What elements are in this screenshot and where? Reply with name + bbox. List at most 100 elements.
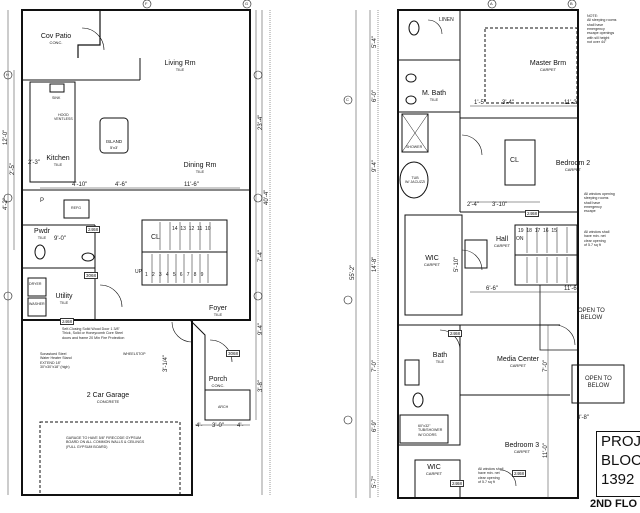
dim-hall-c: 6'-6"	[486, 286, 498, 292]
dim-bed3-v: 11'-0"	[543, 443, 549, 458]
open-to-below-1: OPEN TO BELOW	[578, 308, 605, 322]
section-mark: C	[346, 97, 349, 102]
dim-left-c-f2: 9'-4"	[372, 160, 378, 172]
dim-foyer-v: 3'-1/4"	[163, 355, 169, 372]
dim-left-e-f2: 7'-0"	[372, 360, 378, 372]
dim-porch-b: 4'-	[196, 423, 203, 429]
dim-left-b-f2: 6'-0"	[372, 90, 378, 102]
dim-left-a: 12'-0"	[3, 129, 9, 145]
washer-label: WASHER	[29, 302, 45, 306]
egress-note-3: All window shall have min. net clear ope…	[584, 230, 610, 247]
dim-kitchen-b: 4'-6"	[115, 182, 127, 188]
section-mark: G	[245, 1, 249, 6]
title-block-line-1: PROJ	[601, 433, 640, 450]
stair-nums-lower: 1 2 3 4 5 6 7 8 9	[145, 272, 204, 278]
dim-mb-b: 3'-4"	[502, 100, 514, 106]
dim-kitchen-a: 4'-10"	[72, 182, 88, 188]
dim-media-v: 7'-0"	[543, 360, 549, 372]
door-tag: 2468	[525, 210, 540, 217]
refrigerator-label: REFG	[71, 206, 81, 210]
hood-label: HOOD VENTLESS	[54, 113, 73, 122]
stair-nums-upper: 14 13 12 11 10	[172, 226, 211, 232]
stair-nums-f2: 19 18 17 16 15	[518, 228, 557, 234]
dim-left-g-f2: 5'-7"	[372, 476, 378, 488]
dim-mb-c: 11'-2"	[564, 100, 579, 106]
dim-bottom-f2: 3'-8"	[577, 415, 589, 421]
egress-note-4: All window shall have min. net clear ope…	[478, 467, 504, 484]
dim-mb-a: 1'-5"	[474, 100, 486, 106]
shower-label: SHOWER	[406, 145, 423, 149]
dryer-label: DRYER	[29, 282, 42, 286]
arch-label: ARCH	[218, 405, 229, 409]
tub-shower-label: 60"x32" TUB/SHOWER W/ DOORS	[418, 424, 443, 437]
dim-right-d: 3'-8"	[258, 380, 264, 392]
dim-right-c: 9'-4"	[258, 323, 264, 335]
door-tag: 3068	[84, 272, 99, 279]
water-heater-note: Sonastoed Steel Water Heater Stand EXTEN…	[40, 352, 72, 369]
tub-label: TUB W/ JACUZZI	[405, 176, 426, 185]
sheet-title: 2ND FLO	[590, 498, 638, 510]
dim-overall-f1: 40'-4"	[264, 189, 270, 205]
linen-label: LINEN	[439, 17, 454, 23]
open-to-below-2: OPEN TO BELOW	[585, 376, 612, 390]
gypsum-note: GARAGE TO HAVE 5/8" FIRECODE GYPSUM BOAR…	[66, 436, 145, 449]
dim-hall-b: 3'-10"	[492, 202, 508, 208]
dim-pwdr-w: 9'-0"	[54, 236, 66, 242]
on-label: ON	[516, 236, 524, 242]
dim-left-d-f2: 14'-8"	[372, 256, 378, 272]
egress-note-2: All window opening sleeping rooms shall …	[584, 192, 615, 214]
dim-overall-f2: 55'-2"	[350, 264, 356, 280]
sink-label: SINK	[52, 96, 61, 100]
dim-hall-d: 11'-6"	[564, 286, 579, 292]
closet-label-f1: CL	[151, 234, 160, 241]
door-tag: 2468	[512, 470, 527, 477]
dim-porch-c: 4'-	[237, 423, 244, 429]
dim-right-a: 23'-4"	[258, 114, 264, 130]
door-fire-note: Self-Closing Solid Wood Door 1 3/8" Thic…	[62, 327, 125, 340]
title-block-line-2: BLOC	[601, 452, 640, 469]
dim-left-c: 4'-2"	[3, 198, 9, 210]
dim-porch-a: 3'-0"	[212, 423, 224, 429]
floor2-walls	[397, 9, 625, 499]
closet-label-f2: CL	[510, 157, 519, 164]
section-mark: A	[490, 1, 493, 6]
egress-note-1: NOTE: All sleeping rooms shall have emer…	[587, 14, 617, 44]
dim-right-b: 7'-4"	[258, 250, 264, 262]
dim-left-a-f2: 5'-4"	[372, 36, 378, 48]
dim-wic-v: 5'-10"	[454, 256, 460, 272]
dim-left-b: 2'-5"	[10, 163, 16, 175]
dim-dining-w: 11'-6"	[184, 182, 199, 188]
wheelstop-note: WHEELSTOP	[123, 352, 146, 356]
section-mark: F	[145, 1, 148, 6]
section-mark: H	[6, 72, 9, 77]
door-tag: 2468	[86, 226, 101, 233]
section-mark: B	[570, 1, 573, 6]
title-block-line-3: 1392	[601, 471, 635, 488]
dim-hall-a: 2'-4"	[467, 202, 479, 208]
dim-left-f-f2: 6'-9"	[372, 420, 378, 432]
dim-small-a: 2'-3"	[28, 160, 40, 166]
stair-up-label: UP	[135, 269, 142, 275]
title-block: PROJ BLOC 1392	[596, 431, 640, 497]
door-tag: 2468	[450, 480, 465, 487]
